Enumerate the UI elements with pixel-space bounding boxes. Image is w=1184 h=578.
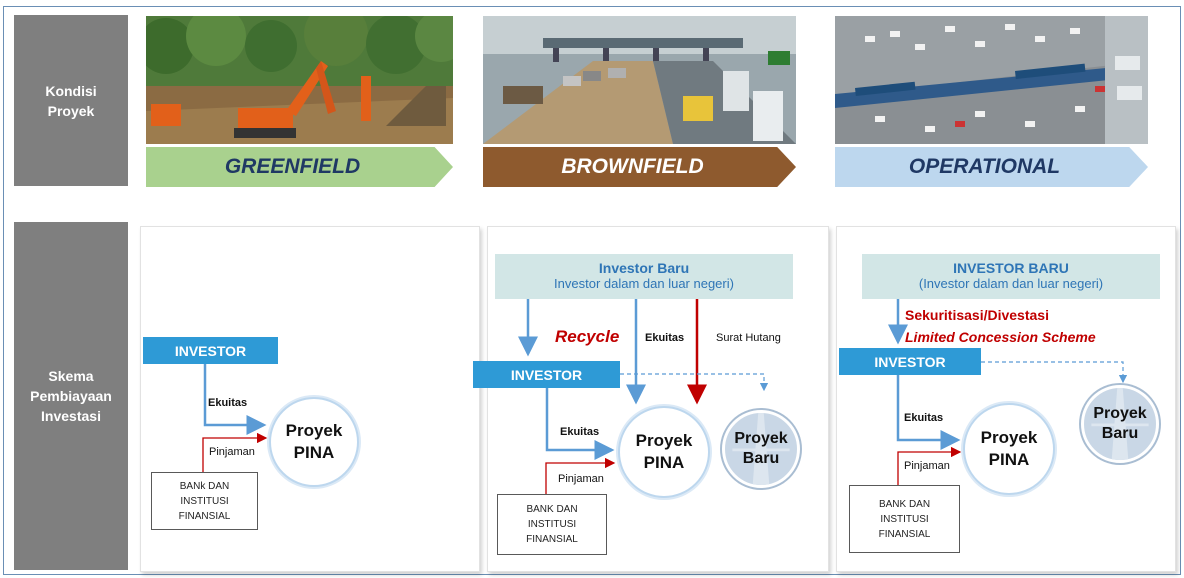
bf-ekuitas-label: Ekuitas — [560, 426, 600, 438]
gf-proyek-pina-label: Proyek PINA — [285, 421, 343, 462]
greenfield-photo — [146, 16, 453, 144]
gf-ekuitas-label: Ekuitas — [208, 397, 248, 409]
operational-banner-title: INVESTOR BARU — [953, 260, 1069, 276]
op-pinjaman-label: Pinjaman — [904, 460, 950, 472]
op-proyek-pina-circle: Proyek PINA — [963, 403, 1055, 495]
bf-surat-hutang-label: Surat Hutang — [716, 332, 781, 344]
bf-investor-box: INVESTOR — [473, 361, 620, 388]
op-concession-label: Limited Concession Scheme — [905, 329, 1096, 345]
op-road-icon — [1091, 388, 1149, 460]
brownfield-new-investor-banner: Investor Baru Investor dalam dan luar ne… — [495, 254, 793, 299]
stage-operational-label: OPERATIONAL — [908, 155, 1061, 178]
bf-proyek-pina-circle: Proyek PINA — [618, 406, 710, 498]
operational-banner-subtitle: (Investor dalam dan luar negeri) — [918, 276, 1104, 291]
op-proyek-pina-label: Proyek PINA — [980, 428, 1038, 469]
stage-operational: OPERATIONAL — [835, 147, 1148, 187]
stage-brownfield: BROWNFIELD — [483, 147, 796, 187]
row-label-kondisi-text: Kondisi Proyek — [45, 82, 97, 119]
op-ekuitas-label: Ekuitas — [904, 412, 944, 424]
gf-bank-label: BANk DAN INSTITUSI FINANSIAL — [178, 480, 231, 522]
bf-proyek-pina-label: Proyek PINA — [635, 431, 693, 472]
brownfield-photo — [483, 16, 796, 144]
op-bank-box: BANK DAN INSTITUSI FINANSIAL — [849, 485, 960, 553]
stage-brownfield-label: BROWNFIELD — [561, 155, 704, 178]
row-label-skema-pembiayaan: Skema Pembiayaan Investasi — [14, 222, 128, 570]
bf-proyek-baru-circle: Proyek Baru — [722, 410, 800, 488]
stage-greenfield: GREENFIELD — [146, 147, 453, 187]
op-investor-label: INVESTOR — [874, 353, 946, 370]
row-label-skema-text: Skema Pembiayaan Investasi — [30, 368, 112, 424]
bf-road-icon — [732, 413, 790, 485]
gf-bank-box: BANk DAN INSTITUSI FINANSIAL — [151, 472, 258, 530]
brownfield-banner-subtitle: Investor dalam dan luar negeri) — [554, 276, 734, 291]
bf-ekuitas-top-label: Ekuitas — [645, 332, 685, 344]
operational-photo — [835, 16, 1148, 144]
stage-greenfield-label: GREENFIELD — [224, 155, 361, 178]
gf-investor-box: INVESTOR — [143, 337, 278, 364]
op-bank-label: BANK DAN INSTITUSI FINANSIAL — [878, 498, 931, 540]
operational-new-investor-banner: INVESTOR BARU (Investor dalam dan luar n… — [862, 254, 1160, 299]
bf-bank-label: BANK DAN INSTITUSI FINANSIAL — [526, 504, 578, 545]
op-proyek-baru-label: Proyek Baru — [1093, 405, 1147, 442]
bf-proyek-baru-label: Proyek Baru — [734, 430, 788, 467]
gf-pinjaman-label: Pinjaman — [209, 446, 255, 458]
op-sekuritisasi-label: Sekuritisasi/Divestasi — [905, 307, 1049, 323]
bf-recycle-label: Recycle — [555, 327, 620, 346]
bf-bank-box: BANK DAN INSTITUSI FINANSIAL — [497, 494, 607, 555]
gf-proyek-pina-circle: Proyek PINA — [269, 397, 359, 487]
gf-investor-label: INVESTOR — [174, 342, 247, 359]
op-investor-box: INVESTOR — [839, 348, 981, 375]
brownfield-banner-title: Investor Baru — [598, 260, 690, 276]
bf-pinjaman-label: Pinjaman — [558, 473, 604, 485]
row-label-kondisi-proyek: Kondisi Proyek — [14, 15, 128, 186]
bf-investor-label: INVESTOR — [510, 366, 583, 383]
diagram-frame — [3, 6, 1181, 575]
op-proyek-baru-circle: Proyek Baru — [1081, 385, 1159, 463]
